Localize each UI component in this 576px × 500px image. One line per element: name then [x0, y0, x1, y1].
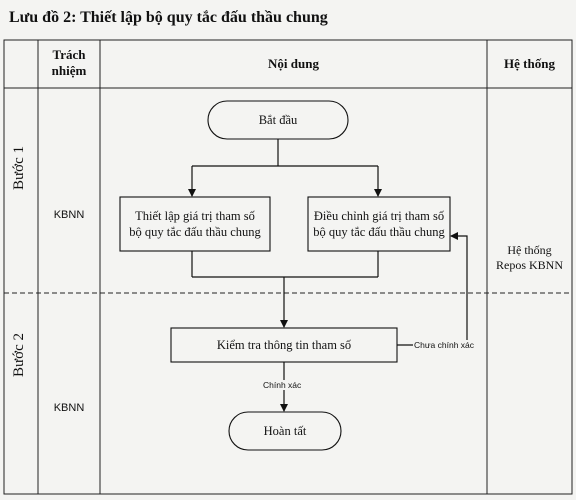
flow-nodes: [119, 100, 451, 451]
system-line1: Hệ thống: [507, 243, 552, 257]
step-1-label: Bước 1: [11, 146, 27, 190]
step-2-label: Bước 2: [11, 333, 27, 377]
end-node-label: Hoàn tất: [263, 424, 307, 438]
edge-label-incorrect: Chưa chính xác: [413, 340, 476, 350]
header-responsibility-line2: nhiệm: [51, 63, 87, 78]
adjust-node-line2: bộ quy tắc đấu thầu chung: [313, 225, 445, 239]
table-frame: [3, 39, 573, 495]
table-border: [3, 39, 573, 495]
header-content: Nội dung: [268, 56, 319, 71]
arrow-feedback-to-adjust: [397, 232, 468, 346]
system-line2: Repos KBNN: [495, 258, 563, 272]
edge-label-correct: Chính xác: [262, 380, 303, 390]
setup-node-shape: [119, 196, 271, 252]
adjust-node-line1: Điều chỉnh giá trị tham số: [313, 209, 445, 223]
start-node-label: Bắt đầu: [258, 113, 298, 127]
system-cell: Hệ thống Repos KBNN: [487, 243, 572, 273]
end-node-shape: [228, 411, 342, 451]
flow-connectors: [188, 139, 468, 412]
adjust-node-shape: [307, 196, 451, 252]
header-responsibility: Trách nhiệm: [38, 47, 100, 79]
header-system: Hệ thống: [504, 56, 555, 71]
check-node-label: Kiểm tra thông tin tham số: [216, 338, 352, 352]
setup-node-line1: Thiết lập giá trị tham số: [135, 209, 255, 223]
adjust-node-label: Điều chỉnh giá trị tham số bộ quy tắc đấ…: [308, 208, 450, 240]
responsibility-step-2: KBNN: [53, 402, 85, 414]
page-title: Lưu đồ 2: Thiết lập bộ quy tắc đấu thầu …: [9, 9, 328, 26]
setup-node-label: Thiết lập giá trị tham số bộ quy tắc đấu…: [120, 208, 270, 240]
responsibility-step-1: KBNN: [53, 209, 85, 221]
setup-node-line2: bộ quy tắc đấu thầu chung: [129, 225, 261, 239]
header-responsibility-line1: Trách: [52, 47, 86, 62]
